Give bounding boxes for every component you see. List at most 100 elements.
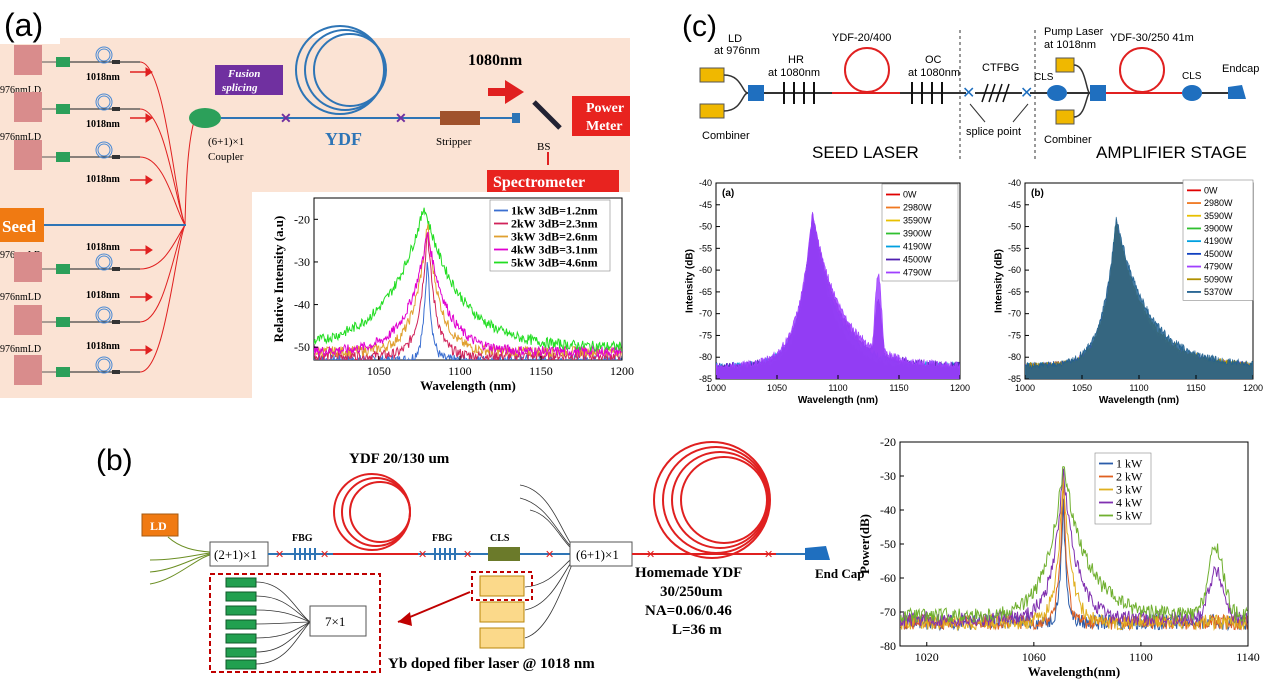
- splice-x-b: ✕: [418, 549, 427, 561]
- coupler-61-box: [569, 541, 633, 567]
- x-axis-label: Wavelength (nm): [420, 378, 516, 393]
- y-tick-label: -55: [1008, 243, 1021, 253]
- legend-label: 1 kW: [1116, 457, 1143, 471]
- output-arrow: [488, 80, 524, 104]
- seed-highlight-box: [471, 571, 533, 601]
- x-tick-label: 1100: [1129, 383, 1148, 393]
- series-5370W: [1025, 216, 1253, 379]
- y-tick-label: -50: [294, 340, 310, 354]
- series-group: [900, 466, 1248, 632]
- legend-box: [1094, 452, 1152, 525]
- series-5kW 3dB=4.6nm: [314, 207, 622, 353]
- series-4 kW: [900, 468, 1248, 628]
- x-axis-label: Wavelength(nm): [1028, 664, 1120, 679]
- series-group: [716, 211, 960, 379]
- homemade-ydf-label: Homemade YDF: [635, 565, 742, 581]
- endcap-c: [1228, 85, 1246, 99]
- x-tick-label: 1020: [915, 650, 939, 664]
- series-4kW 3dB=3.1nm: [314, 231, 622, 358]
- legend-label: 4500W: [1204, 249, 1233, 259]
- coupler-label-a: (6+1)×1: [208, 136, 244, 148]
- ld-block: 1018nm 976nmLD: [0, 305, 140, 355]
- series-group: [1025, 216, 1253, 379]
- legend-label: 5090W: [1204, 274, 1233, 284]
- legend-label: 3590W: [903, 216, 932, 226]
- zoom-arrowhead: [398, 612, 412, 626]
- legend-label: 4790W: [903, 268, 932, 278]
- combiner-label-c: Combiner: [702, 130, 750, 142]
- yb-laser-block: [479, 627, 525, 649]
- ld-label: 976nmLD: [0, 344, 41, 355]
- spectrometer-label: Spectrometer: [493, 174, 585, 191]
- ld-column-bottom: 1018nm 976nmLD 1018nm 976nmLD: [0, 242, 140, 385]
- yb-laser-block: [479, 575, 525, 597]
- spectrometer-box: [487, 170, 619, 192]
- y-tick-label: -40: [699, 178, 712, 188]
- combiner-71-label: 7×1: [325, 614, 345, 629]
- cls-blob: [1182, 85, 1202, 101]
- legend-box: [1182, 179, 1254, 301]
- y-tick-label: -85: [1008, 374, 1021, 384]
- legend-label: 3900W: [903, 229, 932, 239]
- panel-a-label-bg: [0, 0, 60, 44]
- ld-label: 976nmLD: [0, 292, 41, 303]
- stripper-label: Stripper: [436, 136, 472, 148]
- seed-label: Seed: [2, 217, 37, 236]
- cls-blob: [1047, 85, 1067, 101]
- y-axis-label: Intensity (dB): [685, 249, 696, 313]
- beam-splitter: [532, 100, 562, 130]
- legend-label: 4190W: [903, 242, 932, 252]
- y-tick-label: -65: [699, 287, 712, 297]
- splice-x-b: ✕: [764, 549, 773, 561]
- y-axis-label: Intensity (dB): [994, 249, 1005, 313]
- pump-wavelength: at 1018nm: [1044, 39, 1096, 51]
- oc-grating: [911, 82, 943, 104]
- ld-wavelength-label: 1018nm: [86, 242, 121, 253]
- x-tick-label: 1050: [367, 364, 391, 378]
- x-tick-label: 1000: [1015, 383, 1035, 393]
- series-5 kW: [900, 466, 1248, 623]
- ydf-amp-coil: [1119, 47, 1165, 93]
- amplifier-stage-label: AMPLIFIER STAGE: [1096, 143, 1247, 162]
- panel-b: (b) LD (2+1)×1 ✕ FBG ✕ YDF 20/130 um ✕: [96, 435, 1260, 679]
- legend-box: [881, 183, 959, 282]
- na-label: NA=0.06/0.46: [645, 603, 732, 619]
- pump-arrows: [130, 67, 153, 355]
- legend-label: 4500W: [903, 255, 932, 265]
- hr-wavelength: at 1080nm: [768, 67, 820, 79]
- pump-module-box: [209, 573, 381, 673]
- series-2kW 3dB=2.3nm: [314, 232, 622, 360]
- ydf-seed-label: YDF-20/400: [832, 32, 891, 44]
- pump-chip: [1055, 57, 1075, 73]
- ld-block: 1018nm: [14, 140, 140, 185]
- splice-x-b: ✕: [463, 549, 472, 561]
- ld-column-top: 1018nm 976nmLD 1018nm 976nmLD: [0, 45, 140, 185]
- x-tick-label: 1150: [529, 364, 553, 378]
- legend-label: 3 kW: [1116, 483, 1143, 497]
- pump-pigtails-b: [149, 552, 211, 585]
- endcap-b: [805, 546, 830, 560]
- output-wavelength-label: 1080nm: [468, 52, 523, 69]
- x-tick-label: 1100: [1129, 650, 1153, 664]
- legend-label: 4790W: [1204, 262, 1233, 272]
- cls-label-c2: CLS: [1182, 71, 1202, 82]
- pump-diode-leads: [255, 581, 311, 665]
- ld-label: 976nmLD: [0, 132, 41, 143]
- y-tick-label: -60: [880, 571, 896, 585]
- y-tick-label: -60: [1008, 265, 1021, 275]
- ydf-coil-b: [333, 473, 411, 551]
- yb-laser-block: [479, 601, 525, 623]
- y-tick-label: -45: [1008, 200, 1021, 210]
- legend-label: 2kW 3dB=2.3nm: [511, 217, 598, 231]
- endcap-label-c: Endcap: [1222, 63, 1259, 75]
- ydf-coil: [295, 25, 387, 115]
- splice-x-b: ✕: [646, 549, 655, 561]
- y-tick-label: -20: [294, 212, 310, 226]
- splice-mark: ✕: [395, 112, 407, 127]
- ld-box-b: [141, 513, 179, 537]
- pump-chip: [1055, 109, 1075, 125]
- ctfbg-label: CTFBG: [982, 62, 1019, 74]
